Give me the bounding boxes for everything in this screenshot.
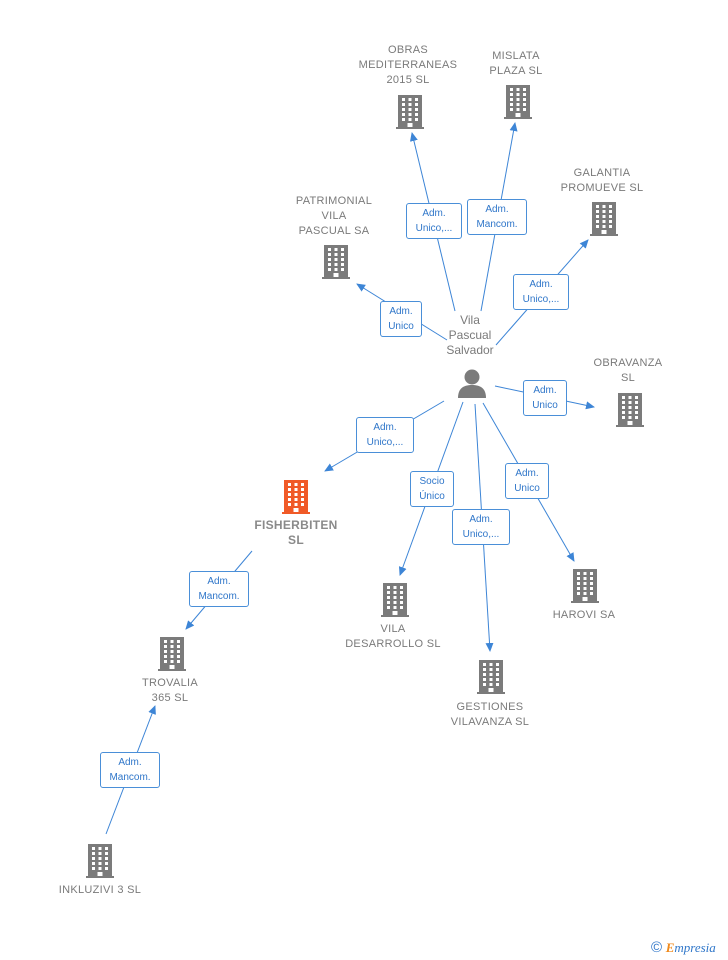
company-name-trovalia[interactable]: TROVALIA 365 SL — [142, 677, 198, 704]
brand-logo: Empresia — [665, 940, 716, 955]
company-name-patrimonial[interactable]: PATRIMONIAL VILA PASCUAL SA — [295, 195, 373, 237]
company-name-fisherbiten[interactable]: FISHERBITEN SL — [254, 518, 338, 547]
relation-label-gestiones[interactable]: Adm. Unico,... — [452, 509, 510, 545]
building-icon[interactable] — [477, 660, 505, 699]
relation-label-mislata[interactable]: Adm. Mancom. — [467, 199, 527, 235]
building-icon[interactable] — [504, 85, 532, 124]
company-name-vila-desarrollo[interactable]: VILA DESARROLLO SL — [345, 623, 441, 650]
relation-label-patrimonial[interactable]: Adm. Unico — [380, 301, 422, 337]
company-name-gestiones[interactable]: GESTIONES VILAVANZA SL — [450, 701, 530, 728]
relation-label-fisherbiten[interactable]: Adm. Unico,... — [356, 417, 414, 453]
brand-footer[interactable]: © Empresia — [651, 939, 716, 956]
relation-label-vila-desarrollo[interactable]: Socio Único — [410, 471, 454, 507]
relation-label-obras[interactable]: Adm. Unico,... — [406, 203, 462, 239]
company-name-galantia[interactable]: GALANTIA PROMUEVE SL — [560, 167, 644, 194]
relation-label-galantia[interactable]: Adm. Unico,... — [513, 274, 569, 310]
building-icon[interactable] — [616, 393, 644, 432]
person-name[interactable]: Vila Pascual Salvador — [446, 313, 494, 357]
copyright-symbol: © — [651, 939, 663, 956]
relation-label-obravanza[interactable]: Adm. Unico — [523, 380, 567, 416]
building-icon[interactable] — [396, 95, 424, 134]
company-name-obravanza[interactable]: OBRAVANZA SL — [593, 357, 663, 384]
building-icon[interactable] — [282, 480, 310, 519]
relation-label-trovalia[interactable]: Adm. Mancom. — [189, 571, 249, 607]
company-name-harovi[interactable]: HAROVI SA — [552, 609, 616, 621]
company-name-mislata[interactable]: MISLATA PLAZA SL — [489, 50, 543, 77]
building-icon[interactable] — [322, 245, 350, 284]
building-icon[interactable] — [590, 202, 618, 241]
relation-label-inkluzivi[interactable]: Adm. Mancom. — [100, 752, 160, 788]
company-name-obras[interactable]: OBRAS MEDITERRANEAS 2015 SL — [358, 44, 458, 86]
building-icon[interactable] — [571, 569, 599, 608]
building-icon[interactable] — [381, 583, 409, 622]
building-icon[interactable] — [158, 637, 186, 676]
building-icon[interactable] — [86, 844, 114, 883]
person-icon[interactable] — [456, 368, 488, 403]
relation-label-harovi[interactable]: Adm. Unico — [505, 463, 549, 499]
company-name-inkluzivi[interactable]: INKLUZIVI 3 SL — [58, 884, 142, 896]
